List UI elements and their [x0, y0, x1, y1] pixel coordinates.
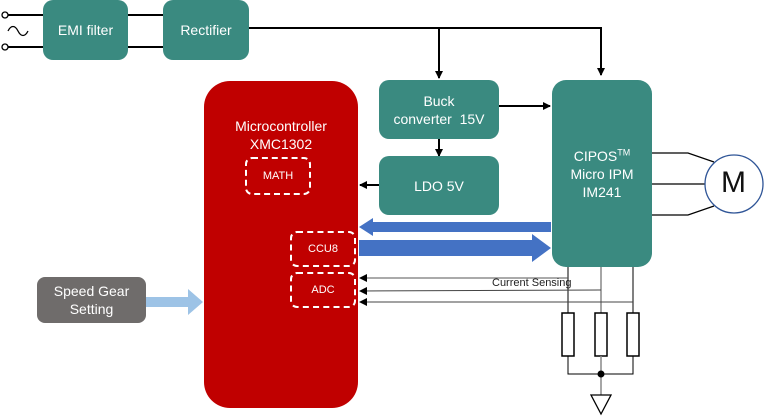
- current-sense-line-2: [359, 286, 602, 295]
- emi-filter-block: EMI filter: [43, 0, 128, 60]
- speed-gear-setting-block: Speed Gear Setting: [37, 277, 146, 323]
- junction-dot: [597, 370, 605, 378]
- dc-bus-to-ipm: [249, 27, 605, 76]
- adc-module: ADC: [290, 272, 356, 308]
- mcu-label-line2: XMC1302: [249, 136, 313, 152]
- ipm-label-line2: Micro IPM: [570, 165, 634, 182]
- math-module: MATH: [245, 157, 311, 195]
- adc-label: ADC: [311, 284, 335, 296]
- emi-filter-label: EMI filter: [57, 22, 114, 38]
- speed-gear-label-line2: Setting: [69, 301, 114, 317]
- rectifier-block: Rectifier: [163, 0, 249, 60]
- ldo-label: LDO 5V: [414, 177, 464, 194]
- mcu-title: Microcontroller XMC1302: [235, 117, 327, 153]
- ipm-label-line3: IM241: [582, 183, 622, 200]
- ldo-block: LDO 5V: [379, 156, 499, 215]
- ipm-block: CIPOSTM Micro IPM IM241: [552, 80, 652, 267]
- shunt-resistor-3: [626, 312, 640, 357]
- ground-icon: [589, 394, 613, 416]
- mcu-label-line1: Microcontroller: [235, 118, 327, 134]
- shunt-resistor-2: [594, 312, 608, 357]
- buck-converter-block: Buck converter 15V: [379, 80, 499, 139]
- ac-wave-icon: [7, 25, 29, 37]
- microcontroller-block: Microcontroller XMC1302: [204, 81, 358, 408]
- speed-gear-label-line1: Speed Gear: [53, 283, 130, 299]
- buck-label-line2: converter 15V: [393, 110, 485, 127]
- ipm-label-line1: CIPOSTM: [573, 146, 631, 164]
- buck-label-line1: Buck: [423, 92, 455, 109]
- phase-line-w: [652, 205, 715, 216]
- motor-label: M: [721, 166, 746, 199]
- math-label: MATH: [262, 170, 294, 182]
- trademark-mark: TM: [617, 146, 631, 157]
- rectifier-label: Rectifier: [180, 22, 232, 38]
- motor-circle: [704, 154, 764, 214]
- mcu-to-ipm-pwm-arrow: [359, 234, 551, 262]
- current-sensing-label: Current Sensing: [492, 277, 572, 289]
- ipm-to-mcu-bus-arrow: [359, 218, 551, 236]
- ac-source-symbol: [1, 11, 29, 51]
- shunt-resistor-1: [561, 312, 575, 357]
- phase-line-u: [652, 152, 715, 163]
- ccu8-label: CCU8: [308, 243, 338, 255]
- speed-gear-arrow: [146, 289, 203, 315]
- ccu8-module: CCU8: [290, 231, 356, 267]
